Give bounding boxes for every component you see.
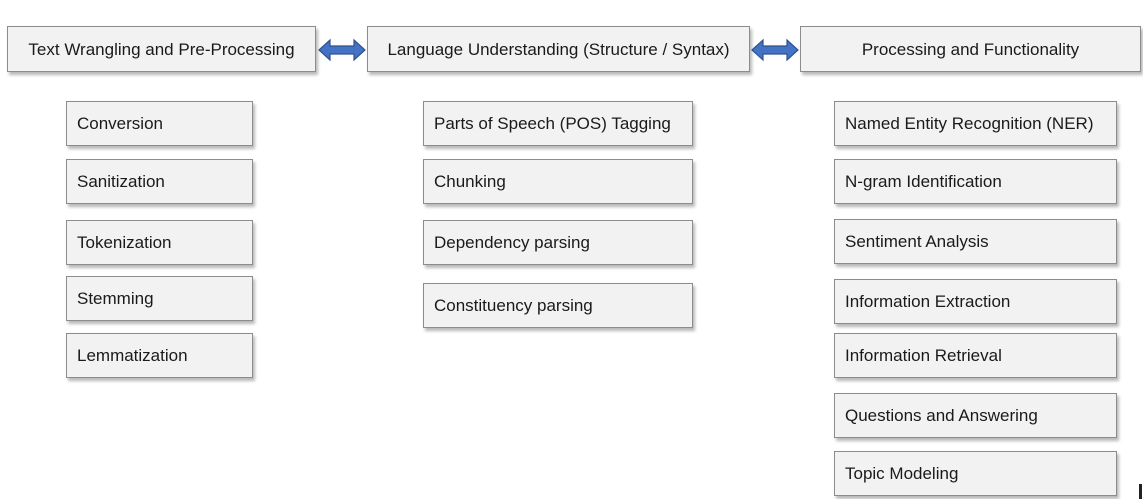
header-label: Text Wrangling and Pre-Processing xyxy=(28,39,295,59)
text-cursor-mark xyxy=(1139,484,1142,499)
item-label: Conversion xyxy=(77,114,163,133)
header-label: Processing and Functionality xyxy=(861,39,1080,59)
item-label: Tokenization xyxy=(77,233,172,252)
item-label: Topic Modeling xyxy=(845,464,959,483)
item-label: Information Extraction xyxy=(845,292,1011,311)
item-dependency-parsing: Dependency parsing xyxy=(423,220,693,265)
double-arrow-icon xyxy=(318,38,366,62)
item-tokenization: Tokenization xyxy=(66,220,253,265)
item-chunking: Chunking xyxy=(423,159,693,204)
item-label: Named Entity Recognition (NER) xyxy=(845,114,1094,133)
item-label: Sanitization xyxy=(77,172,165,191)
item-label: Parts of Speech (POS) Tagging xyxy=(434,114,671,133)
item-pos-tagging: Parts of Speech (POS) Tagging xyxy=(423,101,693,146)
double-arrow-icon xyxy=(751,38,799,62)
header-language-understanding: Language Understanding (Structure / Synt… xyxy=(367,26,750,72)
item-topic-modeling: Topic Modeling xyxy=(834,451,1117,496)
header-label: Language Understanding (Structure / Synt… xyxy=(387,39,730,59)
item-questions-answering: Questions and Answering xyxy=(834,393,1117,438)
item-label: Sentiment Analysis xyxy=(845,232,989,251)
item-label: Stemming xyxy=(77,289,154,308)
item-constituency-parsing: Constituency parsing xyxy=(423,283,693,328)
item-label: Questions and Answering xyxy=(845,406,1038,425)
item-label: Chunking xyxy=(434,172,506,191)
item-ner: Named Entity Recognition (NER) xyxy=(834,101,1117,146)
item-label: N-gram Identification xyxy=(845,172,1002,191)
item-sentiment-analysis: Sentiment Analysis xyxy=(834,219,1117,264)
item-sanitization: Sanitization xyxy=(66,159,253,204)
item-conversion: Conversion xyxy=(66,101,253,146)
item-ngram-identification: N-gram Identification xyxy=(834,159,1117,204)
item-information-retrieval: Information Retrieval xyxy=(834,333,1117,378)
item-stemming: Stemming xyxy=(66,276,253,321)
header-processing-functionality: Processing and Functionality xyxy=(800,26,1141,72)
item-label: Information Retrieval xyxy=(845,346,1002,365)
item-label: Lemmatization xyxy=(77,346,188,365)
item-label: Constituency parsing xyxy=(434,296,593,315)
item-information-extraction: Information Extraction xyxy=(834,279,1117,324)
item-lemmatization: Lemmatization xyxy=(66,333,253,378)
header-text-wrangling: Text Wrangling and Pre-Processing xyxy=(7,26,316,72)
item-label: Dependency parsing xyxy=(434,233,590,252)
